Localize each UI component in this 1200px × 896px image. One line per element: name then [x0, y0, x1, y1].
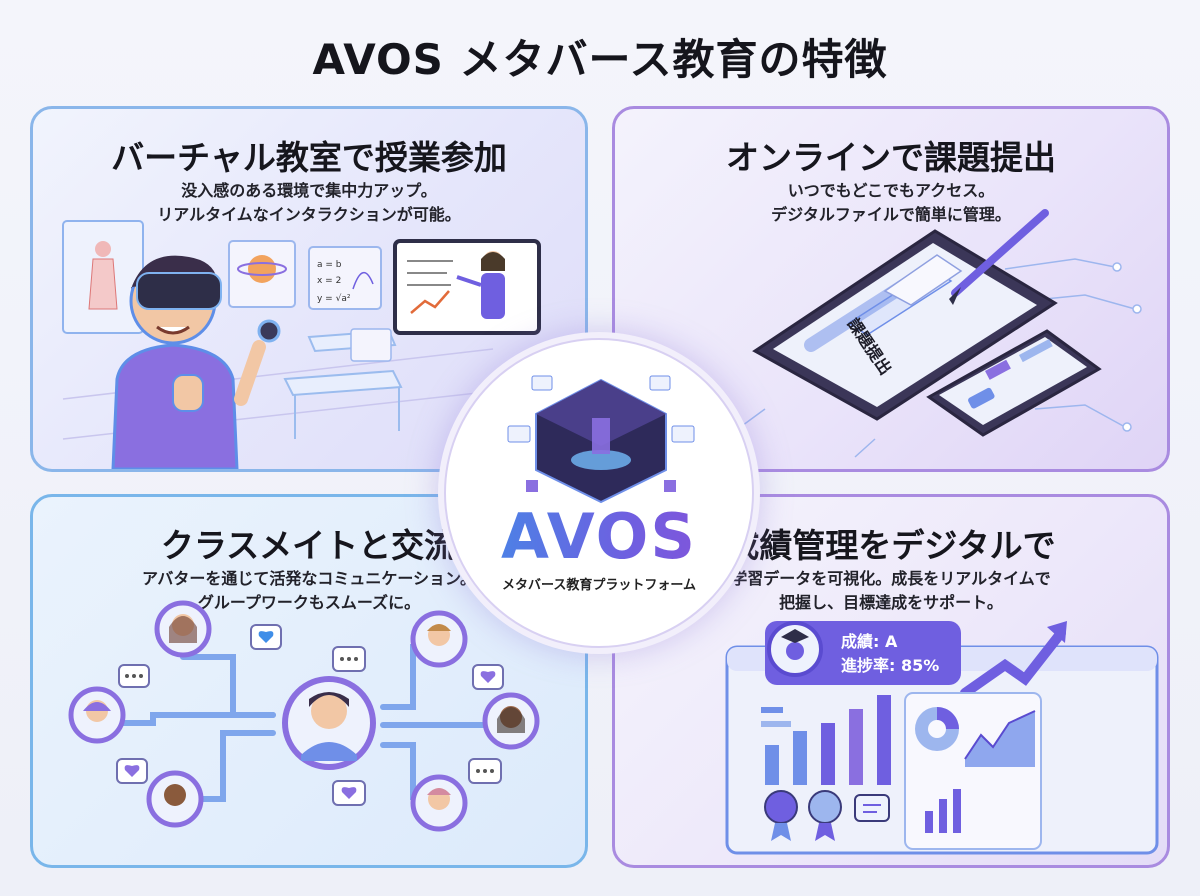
smartphone-device: [926, 329, 1102, 437]
page-title: AVOS メタバース教育の特徴: [312, 35, 888, 84]
network-illustration: [68, 600, 540, 832]
formula-screen: a = b x = 2 y = √a²: [308, 246, 382, 310]
panel-title: クラスメイトと交流: [160, 526, 458, 565]
chat-bubble-icon: [468, 758, 502, 784]
avatar: [146, 770, 204, 828]
bar-chart: [761, 695, 891, 785]
holographic-desks: [283, 328, 403, 439]
desc-line: グループワークもスムーズに。: [197, 593, 421, 612]
chat-bubble-icon: [118, 664, 150, 688]
metaverse-cube-icon: [507, 375, 695, 504]
mini-bar-chart: [925, 789, 961, 833]
trend-arrow-icon: [960, 621, 1067, 698]
virtual-classroom-illustration: a = b x = 2 y = √a²: [62, 220, 541, 469]
grade-text: 成績: A: [841, 632, 898, 651]
avatar: [410, 610, 468, 668]
grade-dashboard-illustration: 成績: A 進捗率: 85%: [725, 621, 1159, 855]
chat-bubble-icon: [332, 646, 366, 672]
panel-description: いつでもどこでもアクセス。 デジタルファイルで簡単に管理。: [615, 179, 1167, 227]
center-logo-badge: AVOS メタバース教育プラットフォーム: [444, 338, 754, 648]
panel-online-submission: オンラインで課題提出 いつでもどこでもアクセス。 デジタルファイルで簡単に管理。…: [612, 106, 1170, 472]
profile-card: 成績: A 進捗率: 85%: [765, 621, 961, 685]
heart-chat-bubble-icon: [116, 758, 148, 784]
avatar: [482, 692, 540, 750]
desc-line: 没入感のある環境で集中力アップ。: [181, 181, 437, 200]
award-badge-icon: [808, 790, 842, 841]
panel-title: バーチャル教室で授業参加: [111, 138, 507, 177]
heart-chat-bubble-icon: [250, 624, 282, 650]
award-badge-icon: [764, 790, 798, 841]
avatar: [410, 774, 468, 832]
svg-text:x = 2: x = 2: [317, 276, 341, 286]
platform-subtitle: メタバース教育プラットフォーム: [502, 578, 696, 593]
desc-line: 把握し、目標達成をサポート。: [779, 593, 1003, 612]
panel-title: 成績管理をデジタルで: [726, 526, 1056, 565]
area-chart: [964, 710, 1036, 767]
desc-line: リアルタイムなインタラクションが可能。: [157, 205, 461, 224]
svg-text:y = √a²: y = √a²: [317, 293, 351, 304]
whiteboard: [393, 239, 541, 335]
panel-description: 没入感のある環境で集中力アップ。 リアルタイムなインタラクションが可能。: [33, 179, 585, 227]
desc-line: いつでもどこでもアクセス。: [787, 181, 995, 200]
desc-line: 学習データを可視化。成長をリアルタイムで: [731, 569, 1051, 588]
panel-grade-management: 成績管理をデジタルで 学習データを可視化。成長をリアルタイムで 把握し、目標達成…: [612, 494, 1170, 868]
panel-virtual-classroom: バーチャル教室で授業参加 没入感のある環境で集中力アップ。 リアルタイムなインタ…: [30, 106, 588, 472]
avos-logo: AVOS: [446, 500, 752, 573]
desc-line: アバターを通じて活発なコミュニケーション。: [141, 569, 477, 588]
avatar: [154, 600, 212, 658]
svg-text:a = b: a = b: [317, 260, 342, 270]
vr-student: [111, 255, 281, 469]
panel-description: アバターを通じて活発なコミュニケーション。 グループワークもスムーズに。: [33, 567, 585, 615]
avatar: [68, 686, 126, 744]
heart-chat-bubble-icon: [332, 780, 366, 806]
central-avatar: [282, 676, 376, 770]
panel-description: 学習データを可視化。成長をリアルタイムで 把握し、目標達成をサポート。: [615, 567, 1167, 615]
panel-title: オンラインで課題提出: [726, 138, 1056, 177]
pie-chart: [915, 707, 959, 751]
progress-text: 進捗率: 85%: [841, 656, 939, 675]
submission-illustration: 課題提出: [688, 209, 1142, 458]
chat-bubble-icon: [854, 794, 890, 822]
anatomy-screen: [62, 220, 144, 334]
planet-screen: [228, 240, 296, 308]
desc-line: デジタルファイルで簡単に管理。: [771, 205, 1011, 224]
heart-chat-bubble-icon: [472, 664, 504, 690]
stylus-icon: [949, 209, 1049, 305]
